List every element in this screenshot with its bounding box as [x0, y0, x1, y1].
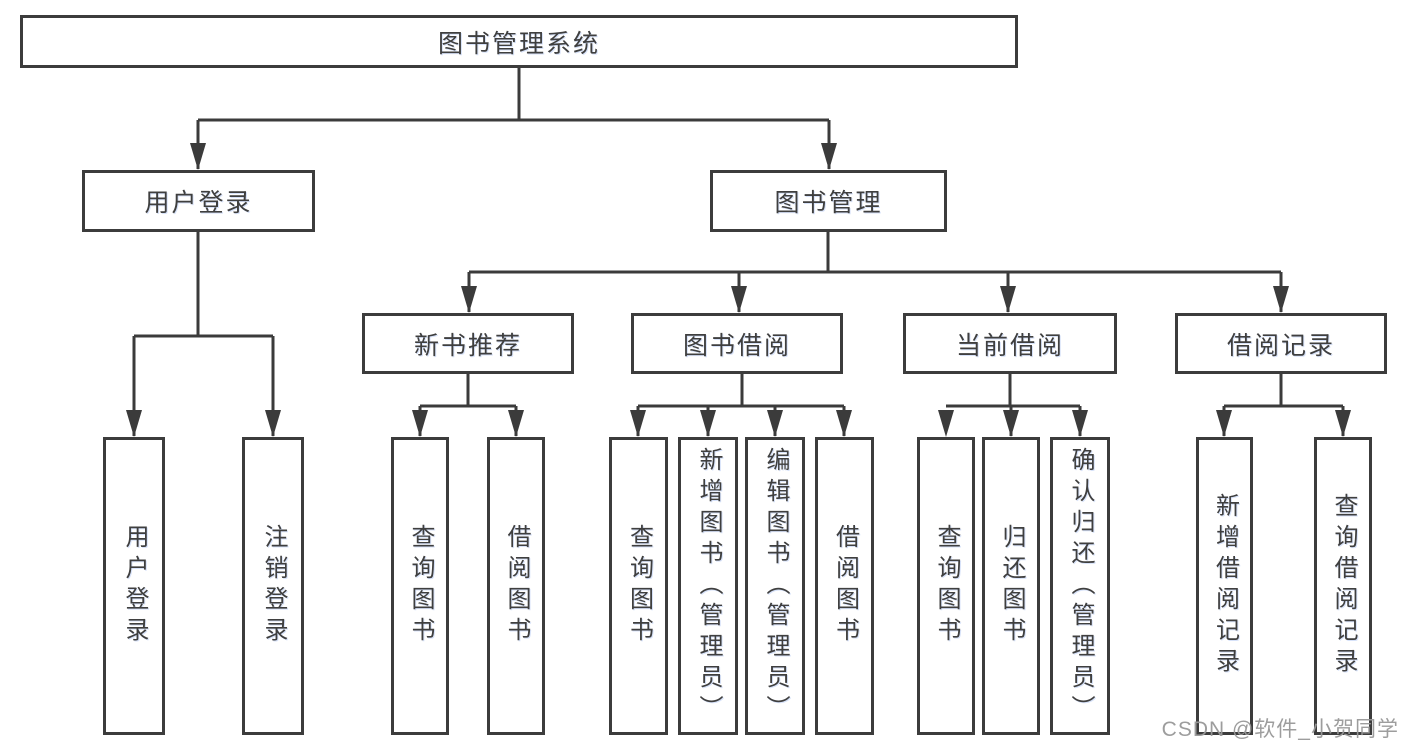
arrowhead: [836, 410, 852, 437]
arrowhead: [412, 410, 428, 437]
node-book-borrowing: 图书借阅: [631, 313, 843, 374]
leaf-query-books-current: 查询图书: [917, 437, 975, 735]
arrowhead: [731, 286, 747, 313]
node-book-management: 图书管理: [710, 170, 947, 232]
node-current-borrowing: 当前借阅: [903, 313, 1117, 374]
node-borrowing-records: 借阅记录: [1175, 313, 1387, 374]
node-root-library-system: 图书管理系统: [20, 15, 1018, 68]
arrowhead: [821, 143, 837, 170]
arrowhead: [126, 410, 142, 437]
arrowhead: [767, 410, 783, 437]
leaf-user-login: 用户登录: [103, 437, 165, 735]
leaf-query-books-borrowing: 查询图书: [609, 437, 668, 735]
leaf-return-book: 归还图书: [982, 437, 1040, 735]
arrowhead: [1273, 286, 1289, 313]
arrowhead: [938, 410, 954, 437]
arrowhead: [1000, 286, 1016, 313]
arrowhead: [508, 410, 524, 437]
node-user-login: 用户登录: [82, 170, 315, 232]
connector-book-borrow-children: [636, 374, 846, 436]
connector-borrow-rec-children: [1222, 374, 1345, 436]
arrowhead: [630, 410, 646, 437]
leaf-query-borrow-record: 查询借阅记录: [1314, 437, 1372, 735]
arrowhead: [1335, 410, 1351, 437]
node-new-book-recommendation: 新书推荐: [362, 313, 574, 374]
csdn-watermark: CSDN @软件_小贺同学: [1161, 718, 1399, 741]
leaf-borrow-books-recommend: 借阅图书: [487, 437, 545, 735]
arrowhead: [1216, 410, 1232, 437]
leaf-add-book-admin: 新增图书（管理员）: [678, 437, 738, 735]
arrowhead: [265, 410, 281, 437]
connector-new-book-children: [418, 374, 518, 436]
leaf-add-borrow-record: 新增借阅记录: [1196, 437, 1253, 735]
arrowhead: [1072, 410, 1088, 437]
arrowhead: [700, 410, 716, 437]
arrowhead: [190, 143, 206, 170]
connector-cur-borrow-children: [946, 374, 1082, 436]
arrowhead: [461, 286, 477, 313]
connector-book-mgmt-children: [467, 232, 1283, 312]
leaf-confirm-return-admin: 确认归还（管理员）: [1050, 437, 1110, 735]
connector-user-login-children: [132, 232, 275, 436]
connector-root-to-level2: [196, 68, 831, 169]
arrowhead: [1003, 410, 1019, 437]
leaf-query-books-recommend: 查询图书: [391, 437, 449, 735]
leaf-edit-book-admin: 编辑图书（管理员）: [745, 437, 805, 735]
leaf-borrow-books-borrowing: 借阅图书: [815, 437, 874, 735]
arrowheads: [126, 143, 1351, 437]
leaf-logout: 注销登录: [242, 437, 304, 735]
